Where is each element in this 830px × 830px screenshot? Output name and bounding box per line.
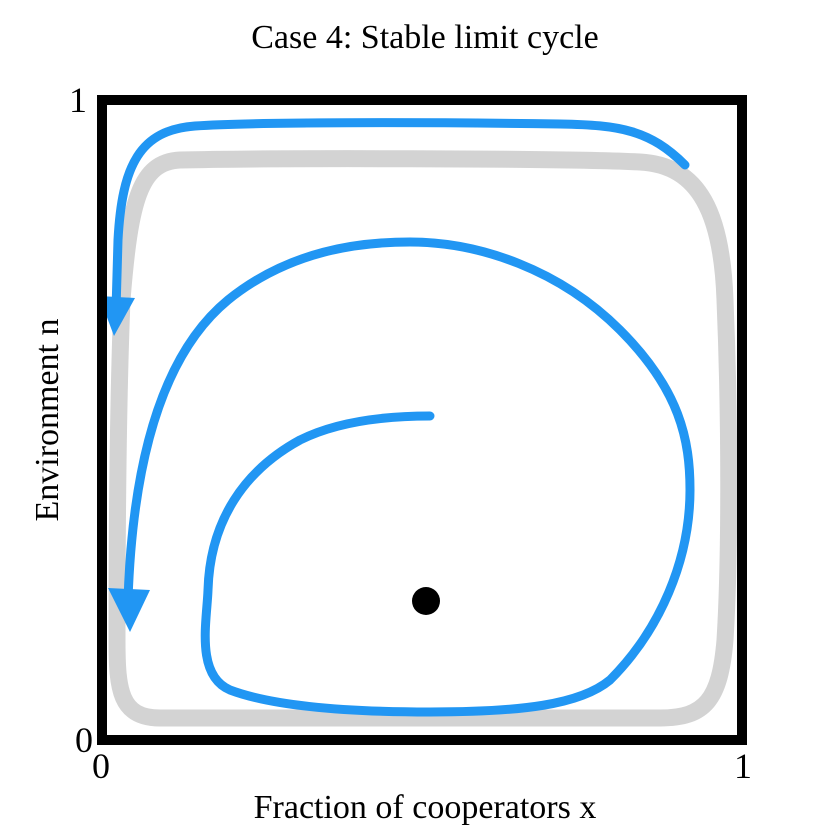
y-tick-max: 1 [69, 80, 87, 120]
x-axis-label: Fraction of cooperators x [254, 789, 597, 826]
limit-cycle [108, 150, 738, 727]
y-tick-min: 0 [75, 720, 93, 760]
x-tick-max: 1 [734, 746, 752, 786]
plot-frame [97, 95, 747, 745]
arrowhead-top [99, 296, 135, 336]
outer-trajectory [111, 118, 690, 315]
diagram-title: Case 4: Stable limit cycle [251, 19, 598, 56]
middle-trajectory [123, 237, 695, 717]
fixed-point [412, 587, 440, 615]
x-tick-min: 0 [92, 746, 110, 786]
y-axis-label: Environment n [29, 318, 66, 521]
arrowhead-bottom [108, 588, 150, 632]
